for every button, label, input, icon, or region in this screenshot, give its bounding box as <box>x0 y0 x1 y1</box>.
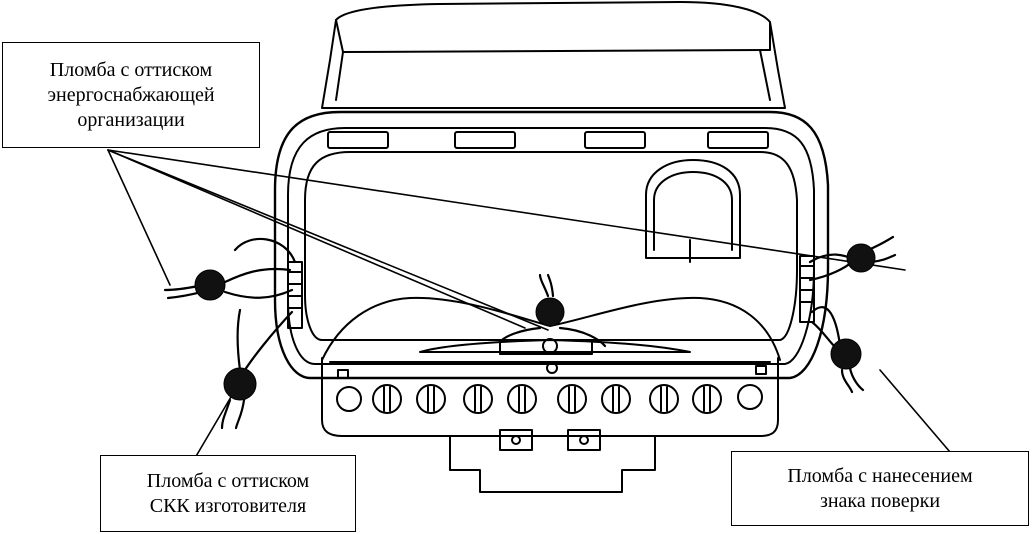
latch-group <box>327 131 769 149</box>
seal-energy-center <box>535 297 565 327</box>
meter-frame <box>273 110 830 380</box>
callout-verification-mark-seal: Пломба с нанесением знака поверки <box>731 451 1029 526</box>
display-window <box>645 159 741 263</box>
meter-top-cover <box>321 1 786 109</box>
left-side-latch <box>287 261 303 329</box>
callout-energy-line-1: Пломба с оттиском <box>49 58 213 81</box>
leader-lines <box>107 149 951 459</box>
seal-verification-top <box>846 243 876 273</box>
terminal-block <box>336 365 767 414</box>
callout-manufacturer-ckk-seal: Пломба с оттиском СКК изготовителя <box>100 455 356 532</box>
center-screw-area <box>499 338 593 374</box>
callout-energy-organization-seal: Пломба с оттиском энергоснабжающей орган… <box>2 42 260 148</box>
callout-ckk-line-2: СКК изготовителя <box>149 494 307 517</box>
callout-verify-line-2: знака поверки <box>819 489 941 512</box>
seal-manufacturer <box>223 367 257 401</box>
seal-energy-left <box>194 269 226 301</box>
callout-energy-line-2: энергоснабжающей <box>47 83 215 106</box>
seal-verification-bottom <box>830 338 862 370</box>
callout-energy-line-3: организации <box>77 108 185 131</box>
callout-ckk-line-1: Пломба с оттиском <box>146 469 310 492</box>
callout-verify-line-1: Пломба с нанесением <box>787 464 973 487</box>
mounting-bracket <box>449 429 656 493</box>
